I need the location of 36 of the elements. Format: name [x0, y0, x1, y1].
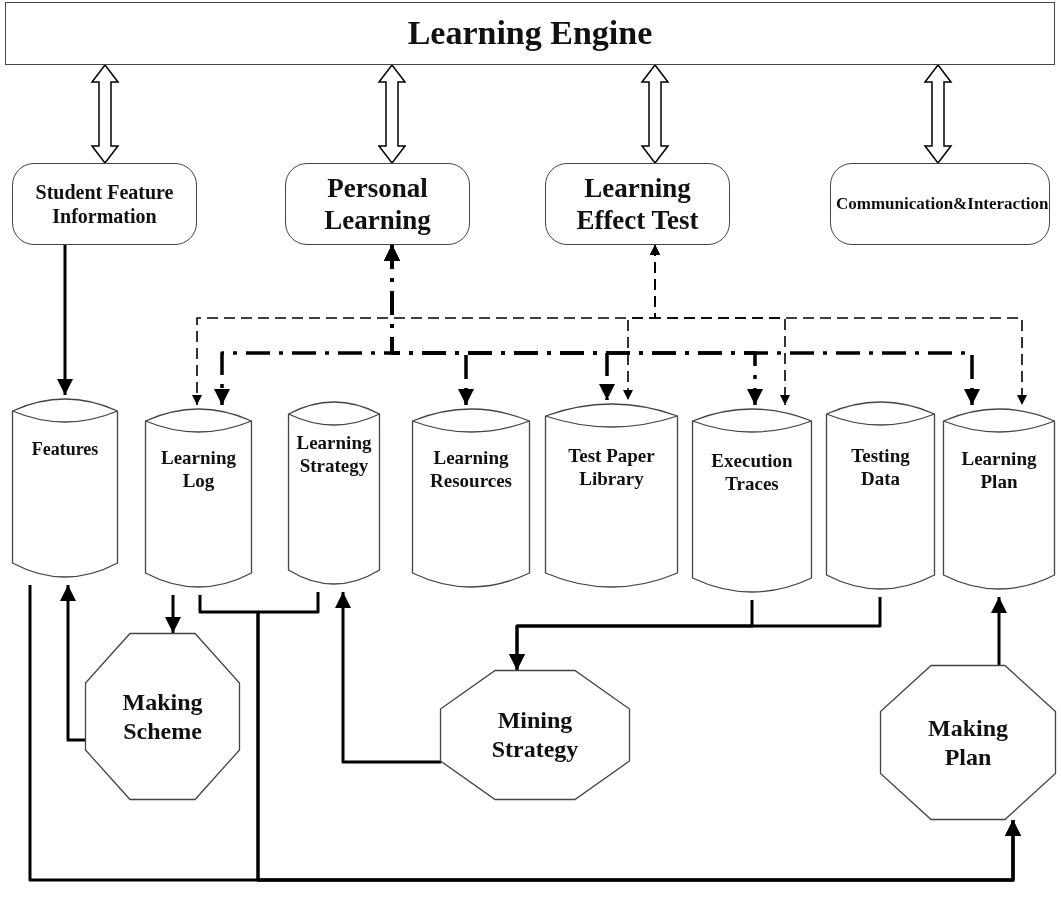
- node-label: Testing Data: [850, 444, 911, 491]
- engine-box: [5, 2, 1055, 65]
- double-arrow: [640, 63, 670, 165]
- arrow: [991, 597, 1007, 665]
- arrow: [60, 585, 85, 742]
- arrow: [335, 592, 442, 764]
- node-label: Making Scheme: [121, 687, 204, 746]
- node-label: Features: [31, 439, 99, 461]
- module-box: [285, 163, 470, 245]
- node-label: Student Feature Information: [34, 180, 175, 228]
- module-box: [545, 163, 730, 245]
- arrow: [57, 245, 73, 395]
- module-box: [830, 163, 1050, 245]
- process-octagon: [440, 670, 630, 800]
- node-label: Learning Log: [160, 447, 237, 493]
- dashed-arrow: [384, 245, 980, 405]
- double-arrow: [377, 63, 407, 165]
- arrow: [28, 585, 1021, 882]
- node-label: Mining Strategy: [490, 706, 580, 764]
- node-label: Learning Resources: [429, 447, 513, 493]
- node-label: Learning Strategy: [295, 432, 373, 478]
- double-arrow: [90, 63, 120, 165]
- node-label: Learning Effect Test: [575, 171, 700, 237]
- arrow: [165, 595, 181, 633]
- process-octagon: [85, 633, 240, 800]
- process-octagon: [880, 665, 1056, 820]
- node-label: Learning Plan: [960, 448, 1038, 494]
- node-label: Learning Engine: [407, 13, 653, 54]
- module-box: [12, 163, 197, 245]
- node-label: Test Paper Library: [567, 444, 656, 491]
- double-arrow: [923, 63, 953, 165]
- arrow: [509, 597, 882, 670]
- node-label: Making Plan: [927, 713, 1009, 772]
- node-label: Personal Learning: [323, 171, 432, 237]
- node-label: Execution Traces: [710, 449, 794, 496]
- dashed-arrow: [650, 244, 1027, 406]
